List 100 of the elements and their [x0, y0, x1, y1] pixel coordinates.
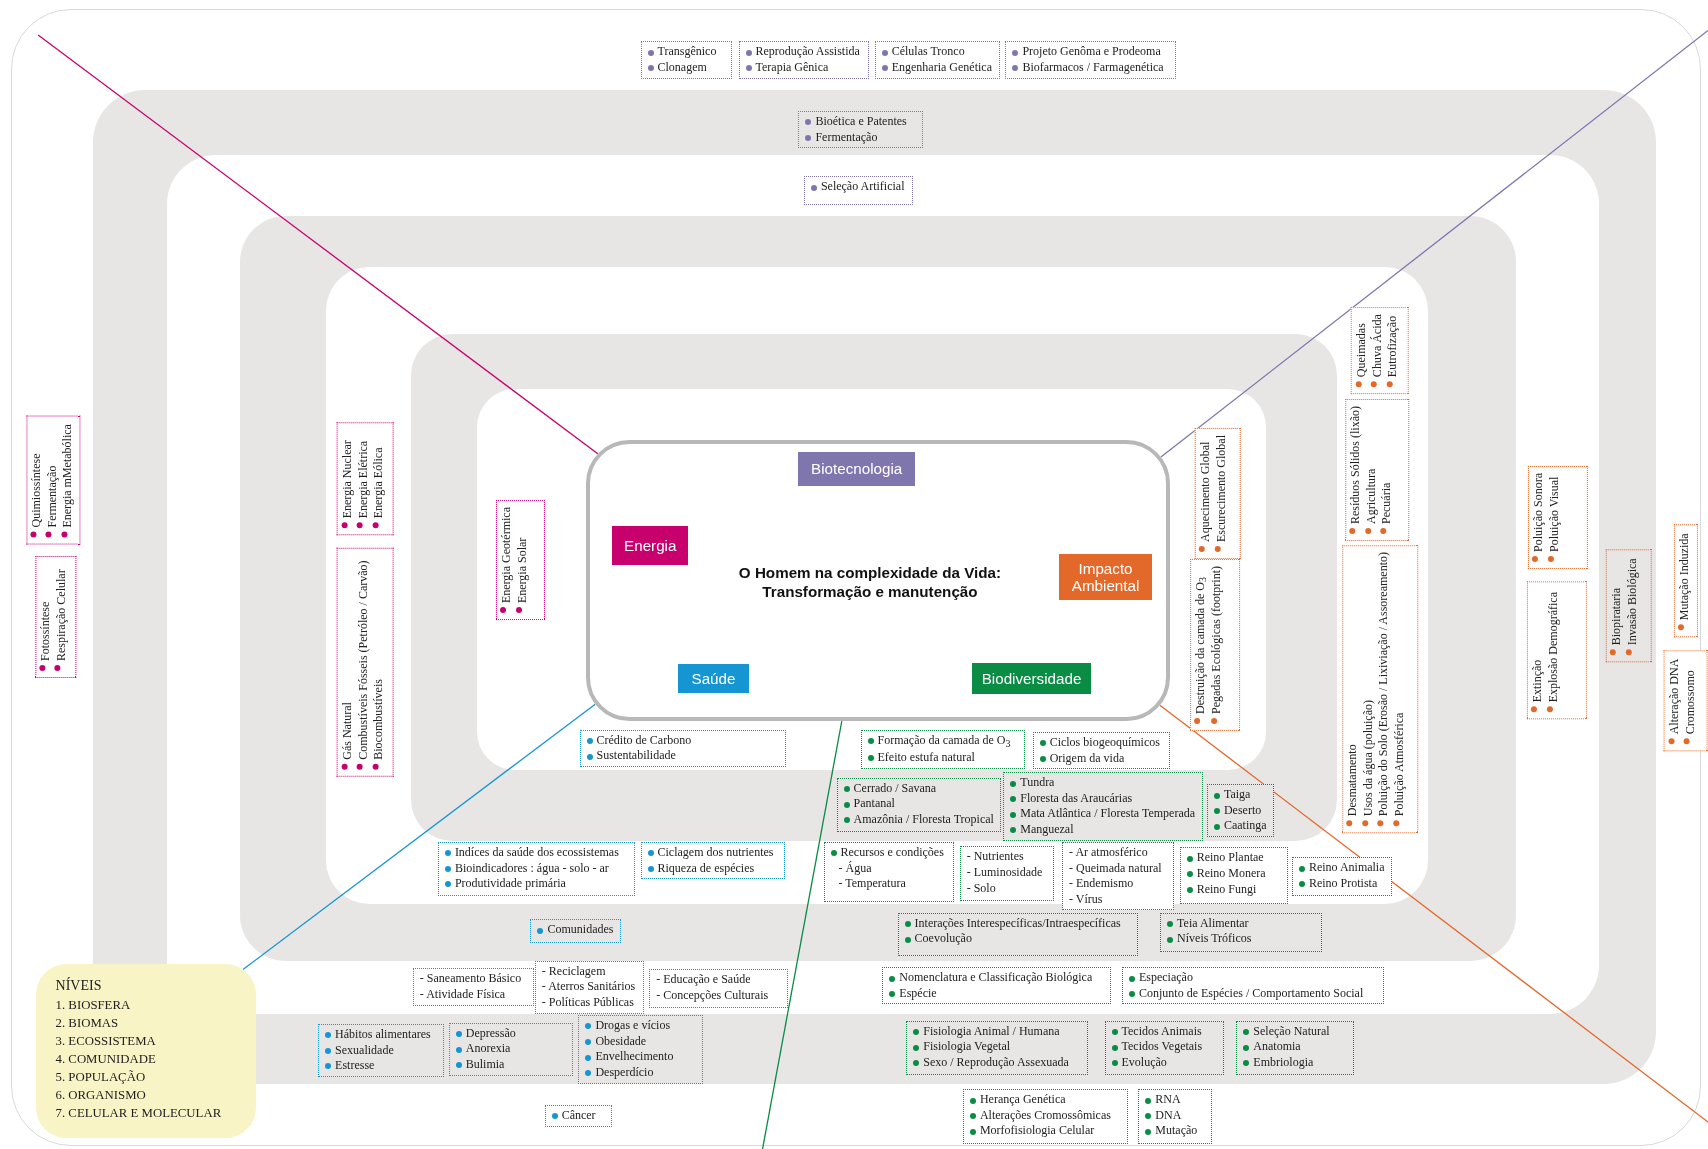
connector-line — [1160, 29, 1708, 458]
list-item: Quimiossíntese — [29, 423, 45, 538]
list-item: Terapia Gênica — [745, 59, 863, 76]
topic-box — [1342, 544, 1419, 833]
topic-box — [495, 499, 545, 621]
list-item: 1. BIOSFERA — [55, 997, 132, 1015]
topic-box — [1189, 558, 1240, 731]
list-item: Usos da água (poluição) — [1360, 551, 1377, 826]
topic-box — [437, 842, 636, 897]
list-item: Evolução — [1111, 1054, 1218, 1071]
list-item: Resíduos Sólidos (lixão) — [1348, 405, 1364, 534]
topic-box — [1121, 967, 1385, 1005]
list-item: 4. COMUNIDADE — [55, 1050, 157, 1068]
list-item: Seleção Artificial — [810, 179, 906, 196]
list-item: Chuva Ácida — [1369, 314, 1385, 388]
list-item: Amazônia / Floresta Tropical — [843, 811, 994, 828]
list-item: Envelhecimento — [585, 1049, 696, 1065]
list-item: Níveis Tróficos — [1167, 931, 1316, 947]
list-item: Sexualidade — [325, 1042, 438, 1059]
list-item: - Concepções Culturais — [656, 988, 770, 1004]
list-item: Engenharia Genética — [881, 59, 993, 76]
list-item: Reprodução Assistida — [745, 44, 863, 60]
list-item: Explosão Demográfica — [1545, 587, 1562, 712]
topic-box — [336, 547, 394, 777]
list-item: Projeto Genôma e Prodeoma — [1012, 44, 1170, 60]
list-item: - Políticas Públicas — [541, 994, 635, 1011]
list-item: Interações Interespecíficas/Intraespecíficas — [904, 915, 1132, 932]
connector-line — [1159, 704, 1708, 1123]
list-item: Estresse — [325, 1058, 438, 1074]
list-item: - Aterros Sanitários — [541, 979, 637, 995]
list-item: Queimadas — [1353, 314, 1370, 388]
list-item: Clonagem — [647, 59, 725, 76]
list-item: Seleção Natural — [1243, 1023, 1347, 1040]
topic-box — [874, 41, 1000, 79]
list-item: Embriologia — [1243, 1054, 1347, 1071]
list-item: Bioindicadores : água - solo - ar — [444, 860, 629, 877]
list-item: Especiação — [1128, 970, 1378, 986]
list-item: Reino Monera — [1186, 866, 1281, 882]
list-item: Tecidos Vegetais — [1111, 1039, 1218, 1055]
levels-key-box — [35, 964, 256, 1139]
list-item: - Solo — [966, 880, 997, 897]
list-item: Fisiologia Vegetal — [913, 1039, 1082, 1055]
list-item: Mata Atlântica / Floresta Temperada — [1010, 806, 1196, 823]
topic-box — [1345, 398, 1410, 541]
list-item: Caatinga — [1213, 818, 1268, 835]
list-item: Fermentação — [805, 129, 916, 146]
topic-box — [1527, 580, 1588, 719]
topic-box — [26, 416, 81, 545]
list-item: Desperdício — [585, 1065, 696, 1081]
list-item: Energia Solar — [514, 506, 530, 614]
topic-box — [649, 969, 788, 1008]
topic-box — [860, 729, 1025, 769]
list-item: Indíces da saúde dos ecossistemas — [444, 845, 629, 861]
list-item: Nomenclatura e Classificação Biológica — [889, 970, 1105, 986]
list-item: Espécie — [889, 985, 1105, 1002]
list-item: Pecuária — [1379, 405, 1396, 534]
list-item: Mutação Induzida — [1677, 530, 1693, 631]
list-item: Poluição Sonora — [1531, 473, 1547, 563]
list-item: Cromossomo — [1683, 657, 1699, 745]
list-item: Reino Fungi — [1186, 881, 1281, 898]
list-item: 5. POPULAÇÃO — [55, 1068, 147, 1086]
topic-box — [1062, 842, 1175, 911]
list-item: Energia Nuclear — [339, 428, 356, 528]
category-label: Saúde — [677, 664, 750, 693]
topic-box — [1674, 523, 1699, 638]
list-item: Poluição Atmosférica — [1391, 551, 1408, 826]
list-item: Morfofisiologia Celular — [969, 1123, 1122, 1140]
topic-box — [962, 1089, 1129, 1144]
list-item: - Educação e Saúde — [656, 972, 752, 989]
list-item: Herança Genética — [969, 1092, 1122, 1108]
list-item: Anorexia — [455, 1041, 566, 1057]
list-item: Energia Eólica — [370, 428, 387, 528]
list-item: Células Tronco — [881, 44, 993, 60]
topic-box — [1206, 784, 1275, 838]
topic-box — [906, 1020, 1089, 1076]
center-box — [586, 440, 1170, 722]
list-item: Escurecimento Global — [1213, 435, 1230, 553]
list-item: Aquecimento Global — [1197, 435, 1214, 553]
connector-line — [242, 703, 596, 971]
list-item: Sexo / Reprodução Assexuada — [913, 1054, 1082, 1071]
list-item: Taiga — [1213, 787, 1268, 803]
list-item: Reino Plantae — [1186, 850, 1281, 867]
list-item: Alteração DNA — [1667, 657, 1683, 745]
list-item: Mutação — [1145, 1123, 1206, 1140]
list-item: Transgênico — [647, 44, 725, 60]
list-item: Depressão — [455, 1025, 566, 1042]
list-item: Poluição do Solo (Erosão / Lixiviação / Assoreamento) — [1376, 551, 1392, 826]
topic-box — [1003, 772, 1203, 841]
list-item: Reino Animalia — [1298, 860, 1385, 876]
topic-box — [336, 421, 394, 535]
list-item: Teia Alimentar — [1167, 915, 1316, 932]
list-item: Pegadas Ecológicas (footprint) — [1208, 565, 1225, 724]
list-item: Formação da camada de O$_{3}$ — [867, 732, 1018, 751]
list-item: Tundra — [1010, 775, 1196, 791]
topic-box — [1291, 857, 1392, 897]
list-item: - Endemismo — [1069, 876, 1135, 892]
list-item: Agricultura — [1363, 405, 1380, 534]
topic-box — [803, 176, 913, 205]
list-item: Biopirataria — [1608, 556, 1625, 656]
list-item: Câncer — [551, 1107, 606, 1124]
